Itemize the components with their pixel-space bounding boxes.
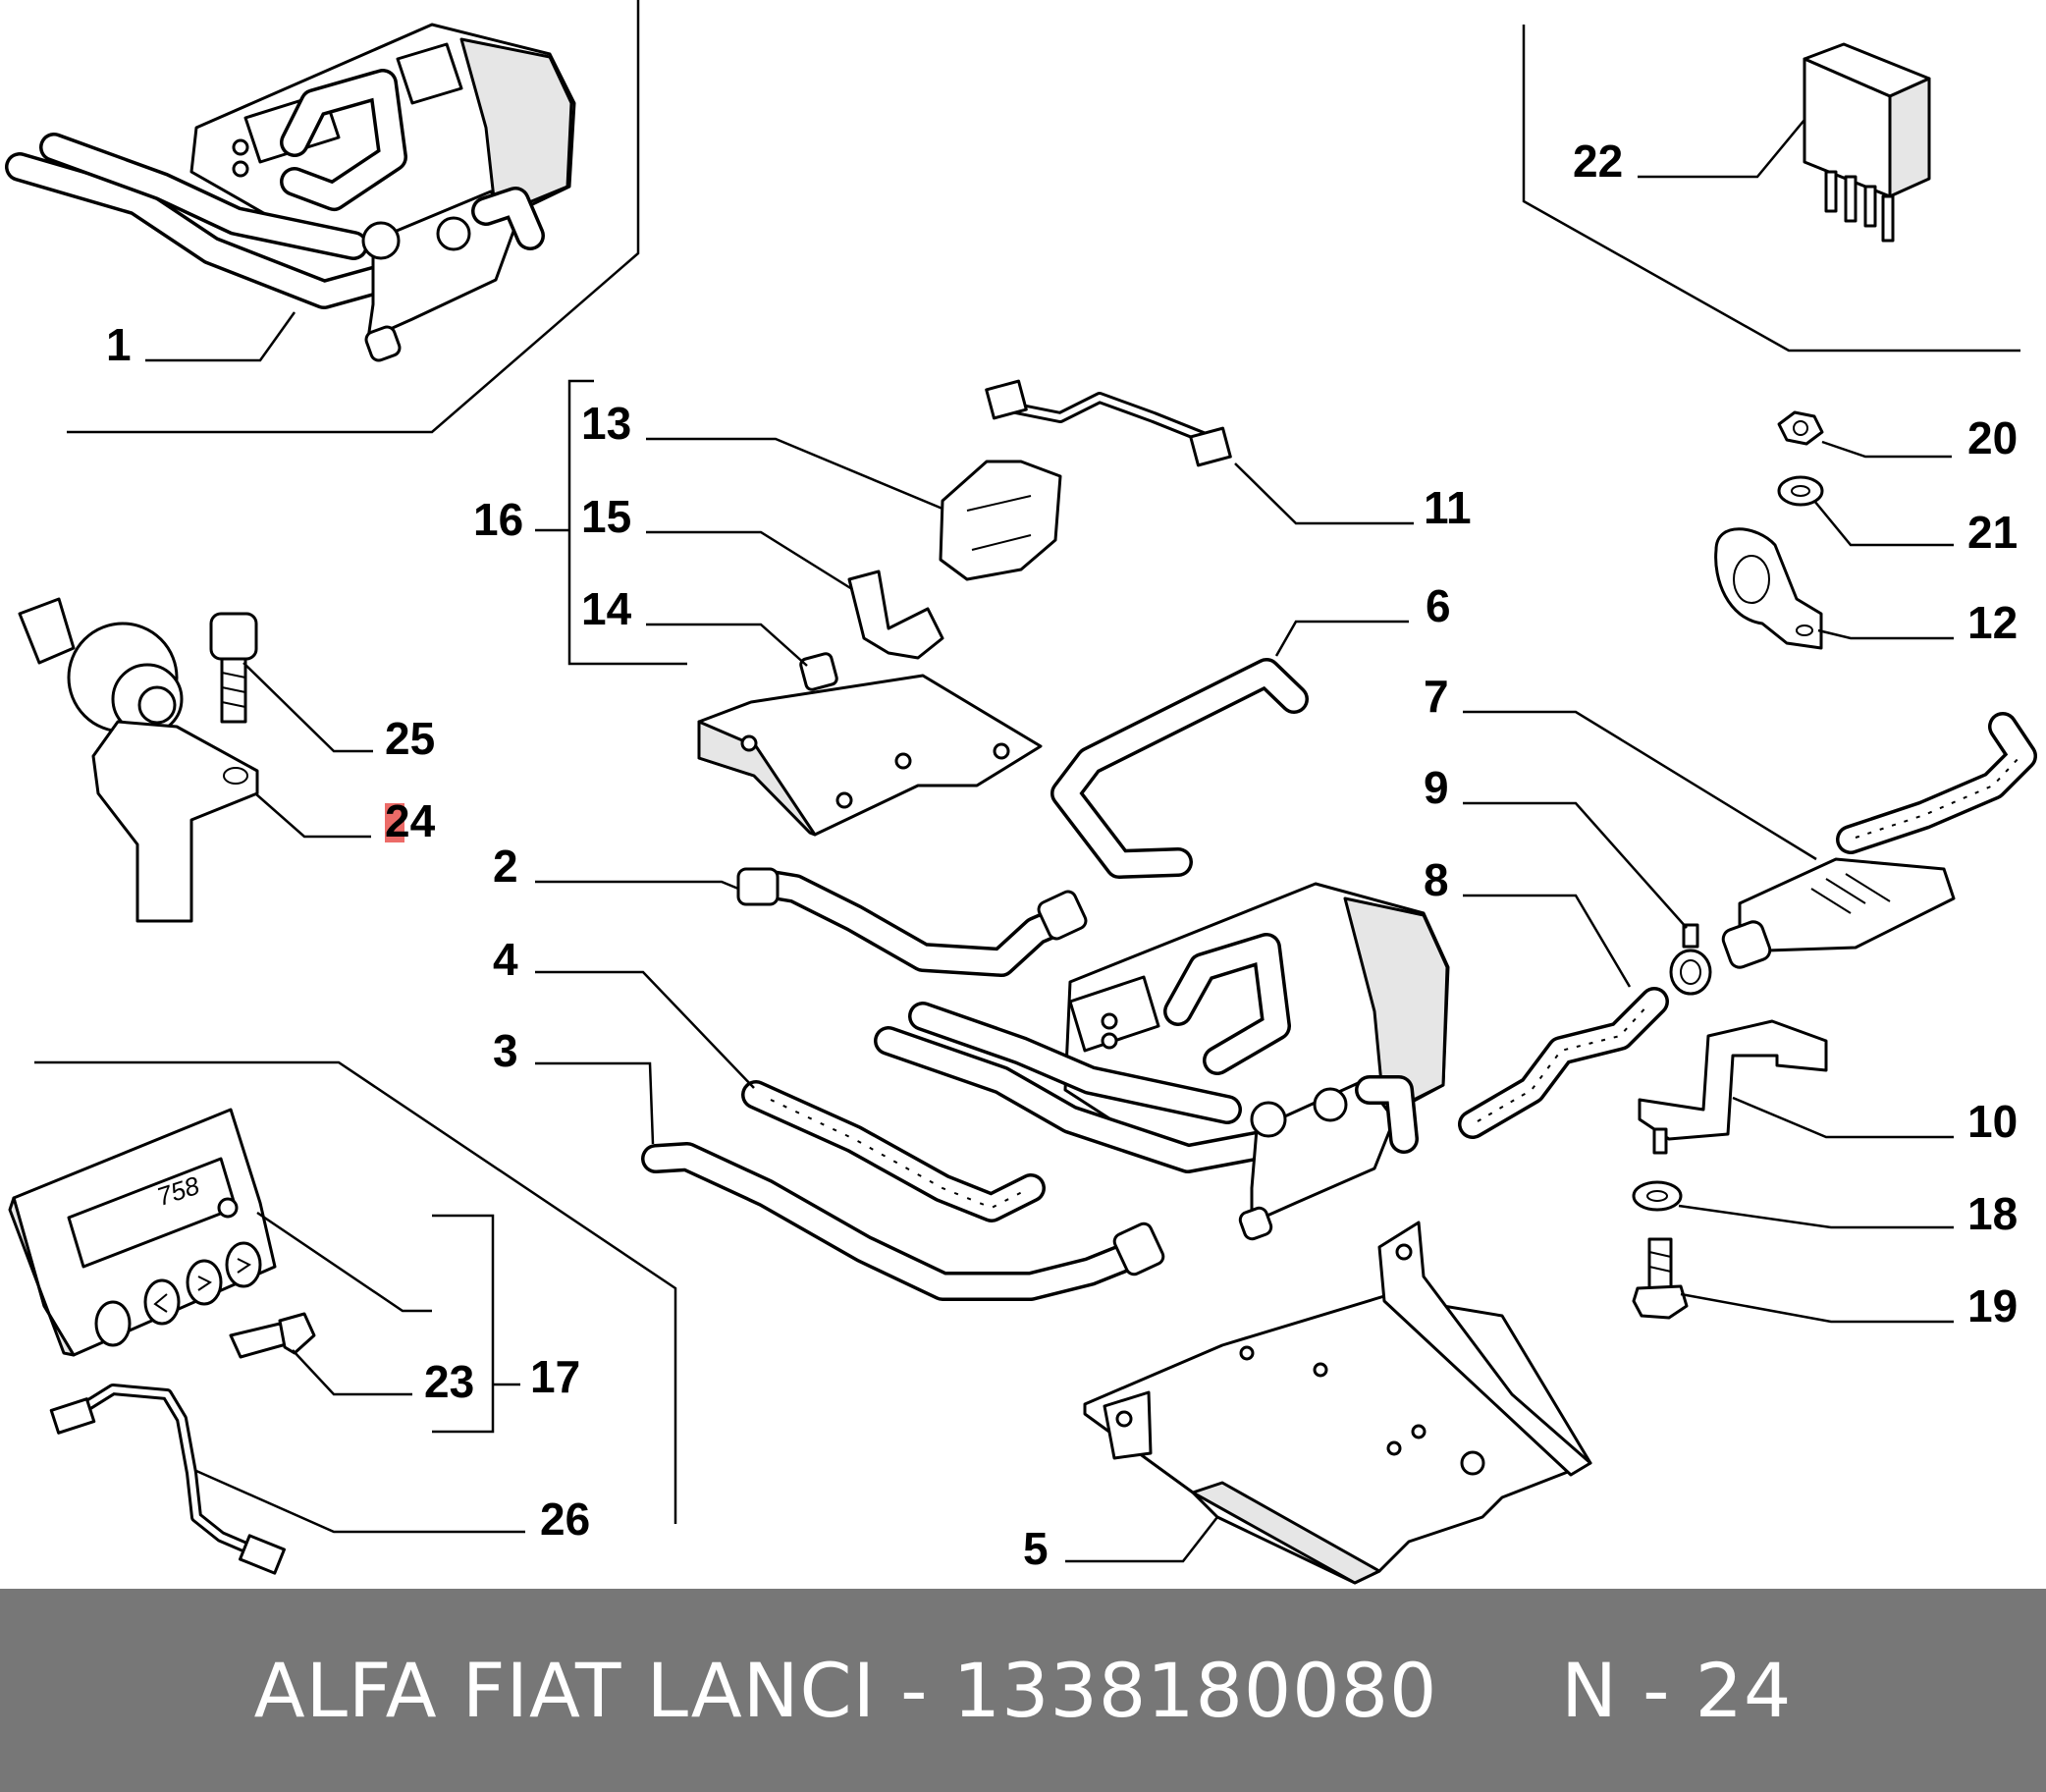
- svg-text:16: 16: [473, 494, 523, 545]
- label-1: 1: [106, 311, 296, 370]
- label-17: 17: [530, 1351, 580, 1402]
- svg-text:11: 11: [1424, 482, 1472, 533]
- label-8: 8: [1424, 854, 1632, 988]
- part-central-heater-unit[interactable]: [874, 882, 1450, 1241]
- label-12: 12: [1817, 597, 2018, 648]
- label-16: 16: [473, 494, 523, 545]
- svg-text:21: 21: [1967, 507, 2018, 558]
- part-4-corrugated-hose[interactable]: [741, 1080, 1046, 1222]
- part-3-hose[interactable]: [641, 1142, 1165, 1301]
- label-7: 7: [1424, 671, 1817, 861]
- svg-text:4: 4: [493, 934, 518, 985]
- svg-text:15: 15: [581, 491, 631, 542]
- svg-text:13: 13: [581, 398, 631, 449]
- svg-text:2: 2: [493, 841, 518, 892]
- part-26-wire[interactable]: [49, 1384, 286, 1575]
- label-20: 20: [1821, 412, 2018, 463]
- part-20-nut[interactable]: [1777, 410, 1824, 446]
- label-14: 14: [581, 583, 808, 667]
- label-19: 19: [1680, 1280, 2018, 1331]
- footer-bar: ALFA FIAT LANCI - 1338180080 N - 24: [0, 1589, 2046, 1792]
- svg-text:17: 17: [530, 1351, 580, 1402]
- part-5-mounting-tray[interactable]: [1083, 1221, 1592, 1585]
- label-10: 10: [1732, 1096, 2018, 1147]
- svg-text:12: 12: [1967, 597, 2018, 648]
- part-23-screw[interactable]: [229, 1312, 316, 1359]
- label-9: 9: [1424, 762, 1688, 929]
- part-6-hose[interactable]: [1050, 658, 1309, 879]
- part-15-clip[interactable]: [847, 570, 944, 660]
- part-7-silencer[interactable]: [1720, 712, 2037, 970]
- svg-text:24: 24: [385, 795, 436, 846]
- part-10-bracket-strap[interactable]: [1638, 1019, 1828, 1155]
- section-frames: [34, 0, 2020, 1524]
- svg-text:6: 6: [1426, 580, 1451, 631]
- part-25-bolt[interactable]: [209, 612, 258, 724]
- label-2: 2: [493, 841, 739, 892]
- svg-text:22: 22: [1573, 136, 1623, 187]
- svg-text:25: 25: [385, 713, 435, 764]
- part-13-clamp[interactable]: [939, 460, 1062, 581]
- label-21: 21: [1813, 500, 2018, 558]
- label-24-highlight: [385, 803, 404, 842]
- label-24: 24: [254, 792, 436, 846]
- svg-text:7: 7: [1424, 671, 1449, 722]
- part-17-timer-unit[interactable]: 758: [8, 1108, 277, 1357]
- svg-text:14: 14: [581, 583, 632, 634]
- svg-text:5: 5: [1023, 1523, 1049, 1574]
- svg-text:9: 9: [1424, 762, 1449, 813]
- part-24-sensor-bracket[interactable]: [18, 597, 259, 923]
- label-25: 25: [242, 662, 435, 764]
- part-22-relay[interactable]: [1803, 42, 1931, 243]
- label-11: 11: [1234, 462, 1472, 533]
- part-bracket-plate[interactable]: [697, 674, 1043, 837]
- label-15: 15: [581, 491, 853, 591]
- label-18: 18: [1678, 1188, 2018, 1239]
- footer-part-number: ALFA FIAT LANCI - 1338180080 N - 24: [253, 1647, 1793, 1734]
- label-23: 23: [256, 1211, 474, 1407]
- svg-text:3: 3: [493, 1025, 518, 1076]
- label-4: 4: [493, 934, 755, 1089]
- part-21-washer[interactable]: [1777, 475, 1824, 507]
- label-13: 13: [581, 398, 943, 511]
- svg-text:23: 23: [424, 1356, 474, 1407]
- part-8-corrugated-pipe[interactable]: [1458, 987, 1669, 1139]
- svg-text:18: 18: [1967, 1188, 2018, 1239]
- svg-text:26: 26: [540, 1493, 590, 1545]
- part-11-sensor-wire[interactable]: [985, 379, 1232, 467]
- part-12-pipe-clamp[interactable]: [1714, 527, 1823, 650]
- svg-text:19: 19: [1967, 1280, 2018, 1331]
- part-2-hose[interactable]: [736, 867, 1089, 977]
- label-26: 26: [195, 1469, 590, 1545]
- part-1-heater-unit[interactable]: [5, 23, 576, 362]
- svg-text:1: 1: [106, 319, 132, 370]
- label-22: 22: [1573, 119, 1805, 187]
- part-9-hose-clamp[interactable]: [1669, 923, 1712, 996]
- part-14-grommet[interactable]: [799, 652, 838, 691]
- label-3: 3: [493, 1025, 655, 1145]
- label-6: 6: [1274, 580, 1451, 657]
- parts-diagram: 1 22 13 15 14: [5, 0, 2037, 1585]
- svg-text:8: 8: [1424, 854, 1449, 905]
- part-19-bolt[interactable]: [1632, 1237, 1689, 1320]
- label-5: 5: [1023, 1516, 1218, 1574]
- svg-text:10: 10: [1967, 1096, 2018, 1147]
- svg-text:20: 20: [1967, 412, 2018, 463]
- part-18-washer[interactable]: [1632, 1180, 1683, 1212]
